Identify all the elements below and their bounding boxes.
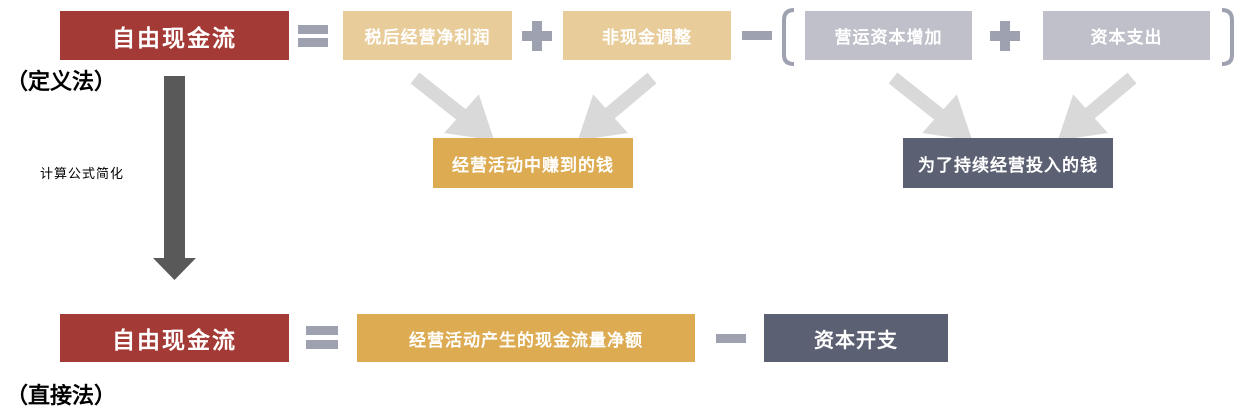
down-arrow — [153, 76, 196, 280]
direct-method-label: （直接法） — [6, 383, 117, 409]
invested-box: 为了持续经营投入的钱 — [903, 138, 1113, 188]
ocf-box: 经营活动产生的现金流量净额 — [357, 314, 695, 362]
nopat-box: 税后经营净利润 — [343, 11, 512, 60]
arrow-capex — [1077, 72, 1137, 126]
arrow-wc — [888, 72, 951, 126]
minus-icon — [716, 334, 746, 343]
capex-box: 资本支出 — [1043, 11, 1210, 60]
right-bracket — [1221, 8, 1234, 66]
noncash-box: 非现金调整 — [563, 11, 731, 60]
left-bracket — [782, 8, 795, 66]
fcf-box-direct: 自由现金流 — [60, 314, 289, 362]
definition-method-label: （定义法） — [6, 69, 117, 95]
minus-icon — [742, 31, 772, 40]
earned-box: 经营活动中赚到的钱 — [433, 138, 633, 188]
fcf-box-definition: 自由现金流 — [60, 11, 289, 60]
wc-box: 营运资本增加 — [805, 11, 972, 60]
arrow-nopat — [410, 72, 473, 126]
gray-arrows — [410, 72, 1137, 141]
simplify-label: 计算公式简化 — [40, 167, 125, 182]
brackets — [782, 8, 1234, 66]
capex-box-direct: 资本开支 — [764, 314, 948, 362]
arrow-noncash — [597, 72, 657, 126]
